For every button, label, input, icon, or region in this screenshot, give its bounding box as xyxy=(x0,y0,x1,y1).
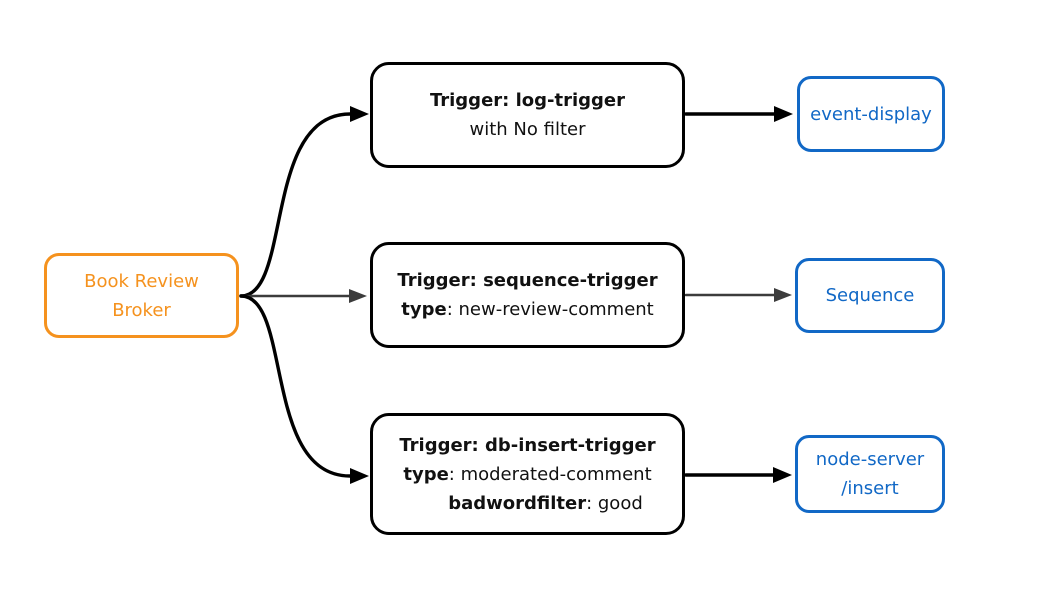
broker-node: Book Review Broker xyxy=(44,253,239,338)
arrowhead-node-server xyxy=(773,467,792,483)
trigger-filter-line: type: new-review-comment xyxy=(401,299,654,320)
sink-node-sequence: Sequence xyxy=(795,258,945,333)
trigger-title: Trigger: db-insert-trigger xyxy=(399,434,656,456)
edge-broker-to-db-insert-trigger xyxy=(239,294,352,478)
sink-node-node-server-insert: node-server /insert xyxy=(795,435,945,513)
trigger-node-log-trigger: Trigger: log-trigger with No filter xyxy=(370,62,685,168)
sink-label: event-display xyxy=(810,103,932,125)
arrowhead-log-trigger xyxy=(350,106,369,122)
arrowhead-db-insert-trigger xyxy=(350,468,369,484)
sink-label-line1: node-server xyxy=(815,449,925,470)
trigger-filter-line: with No filter xyxy=(469,119,586,140)
sink-node-event-display: event-display xyxy=(797,76,945,152)
trigger-title: Trigger: log-trigger xyxy=(429,90,626,111)
broker-label-line1: Book Review xyxy=(84,270,199,292)
arrowhead-event-display xyxy=(774,106,793,122)
trigger-node-sequence-trigger: Trigger: sequence-trigger type: new-revi… xyxy=(370,242,685,348)
trigger-node-db-insert-trigger: Trigger: db-insert-trigger type: moderat… xyxy=(370,413,685,535)
sink-label-line2: /insert xyxy=(841,478,899,499)
edge-broker-to-log-trigger xyxy=(239,112,352,298)
broker-label-line2: Broker xyxy=(112,299,171,321)
trigger-filter-line2: badwordfilter: good xyxy=(448,492,643,514)
trigger-filter-line: type: moderated-comment xyxy=(403,463,652,485)
trigger-title: Trigger: sequence-trigger xyxy=(397,270,658,291)
arrowhead-sequence xyxy=(774,288,792,302)
arrowhead-sequence-trigger xyxy=(349,289,367,303)
sink-label: Sequence xyxy=(825,285,915,306)
